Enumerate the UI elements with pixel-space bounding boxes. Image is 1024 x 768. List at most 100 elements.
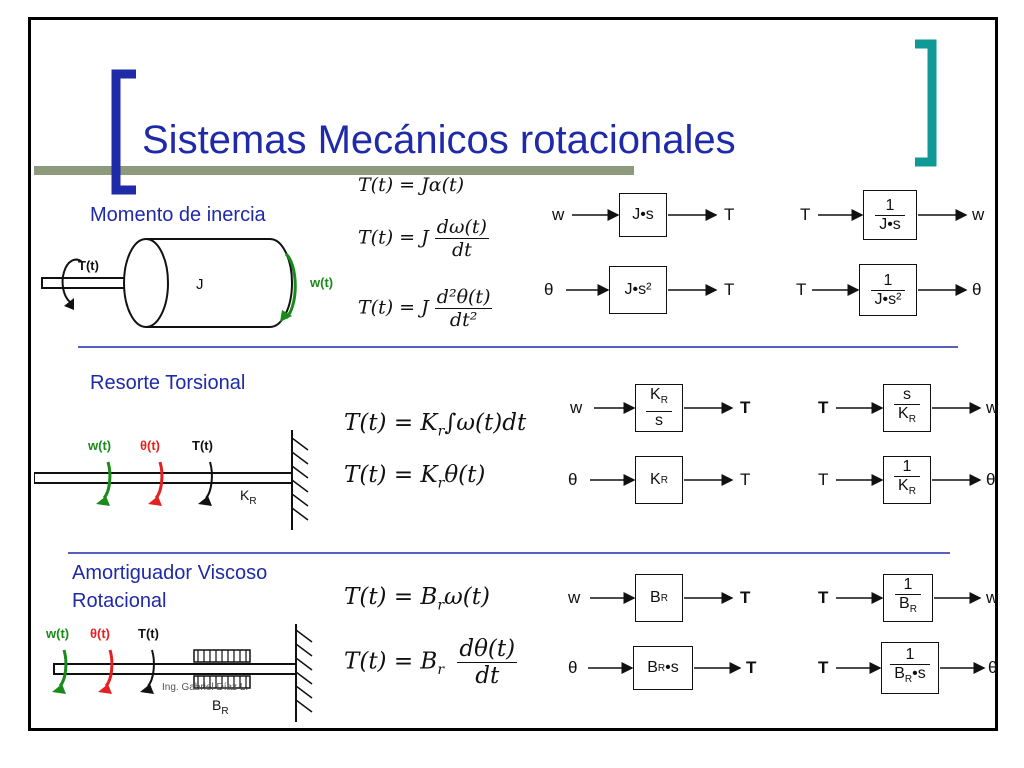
resorte-r1-block2-den-sub: R xyxy=(908,414,916,426)
resorte-r1-block2-den: K xyxy=(898,405,909,423)
damper-t-label: T(t) xyxy=(138,626,159,641)
damper-w-arrow xyxy=(58,649,68,688)
resorte-r2-block2-den-sub: R xyxy=(908,486,916,498)
eq-resorte-2: T(t) = Krθ(t) xyxy=(344,462,485,492)
inertia-label: J xyxy=(196,276,204,293)
resorte-r2-block2-den: K xyxy=(898,477,909,495)
eq-resorte-2-sub: r xyxy=(437,475,445,492)
section-label-amortiguador-2: Rotacional xyxy=(72,590,167,612)
slide-title: Sistemas Mecánicos rotacionales xyxy=(142,118,736,162)
inercia-r1-block2-num: 1 xyxy=(875,197,905,216)
amort-r2-block-tail: •s xyxy=(665,659,679,676)
resorte-r1-in2: T xyxy=(818,398,829,417)
amort-r2-block2-num: 1 xyxy=(890,646,930,666)
damper-b-label: BR xyxy=(212,697,229,717)
amort-r1-out2: w xyxy=(986,588,999,607)
speed-label: w(t) xyxy=(309,275,333,290)
right-bracket xyxy=(915,39,937,167)
resorte-r2-block2-num: 1 xyxy=(894,458,920,478)
amort-r2-out: T xyxy=(746,658,757,677)
inercia-r2-out: T xyxy=(724,280,735,299)
inercia-r2-block2-num: 1 xyxy=(870,272,906,291)
resorte-r1-block-den: s xyxy=(655,411,663,429)
amort-r1-out: T xyxy=(740,588,751,607)
inertia-figure: J T(t) w(t) xyxy=(41,238,333,328)
amort-r1-in: w xyxy=(568,588,581,607)
damper-w-label: w(t) xyxy=(45,626,69,641)
resorte-r2-block-text: K xyxy=(650,471,661,488)
inercia-r1-out: T xyxy=(724,205,735,224)
section-label-amortiguador-1: Amortiguador Viscoso xyxy=(72,562,268,584)
resorte-r2-in2: T xyxy=(818,470,829,489)
title-underline xyxy=(34,166,634,175)
resorte-r2-out: T xyxy=(740,470,751,489)
inercia-r1-out2: w xyxy=(972,205,985,224)
resorte-r2-out2: θ xyxy=(986,470,996,489)
inercia-r1-in2: T xyxy=(800,205,811,224)
torque-label: T(t) xyxy=(78,258,99,273)
section-label-inercia: Momento de inercia xyxy=(90,204,266,226)
inercia-r1-block: J•s xyxy=(619,193,667,237)
eq-inercia-2: T(t) = J dω(t)dt xyxy=(358,216,489,261)
eq-resorte-1-sub: r xyxy=(437,423,445,440)
spring-theta-arrow xyxy=(154,461,164,500)
eq-inercia-3-den: dt² xyxy=(449,309,478,331)
resorte-r2-in: θ xyxy=(568,470,578,489)
inercia-r1-in: w xyxy=(552,205,565,224)
amort-r1-block-text: B xyxy=(650,589,661,606)
inercia-r1-block2-den: J•s xyxy=(879,215,901,233)
cylinder-back xyxy=(269,238,293,328)
speed-arrow xyxy=(284,252,297,320)
eq-amort-1-sub: r xyxy=(437,597,445,614)
amort-r2-block-sub: R xyxy=(657,662,666,674)
resorte-r2-block-sub: R xyxy=(660,474,668,486)
eq-amort-2-sub: r xyxy=(437,662,445,679)
slide-frame xyxy=(28,17,998,731)
spring-w-label: w(t) xyxy=(87,438,111,453)
torque-arrow xyxy=(61,258,83,303)
eq-resorte-1-rhs: ∫ω(t)dt xyxy=(444,410,527,436)
left-bracket xyxy=(111,69,136,195)
section-label-resorte: Resorte Torsional xyxy=(90,372,246,394)
inercia-r2-out2: θ xyxy=(972,280,982,299)
damper-figure: w(t) θ(t) T(t) Ing. Gabriel Díaz L. BR xyxy=(45,624,313,722)
eq-inercia-3-lhs: T(t) = J xyxy=(358,296,429,319)
eq-amort-2-lhs: T(t) = B xyxy=(344,648,438,675)
spring-t-label: T(t) xyxy=(192,438,213,453)
eq-amort-1-rhs: ω(t) xyxy=(444,584,490,610)
damper-shaft xyxy=(53,663,297,675)
eq-inercia-3: T(t) = J d²θ(t)dt² xyxy=(358,286,493,331)
spring-w-arrow xyxy=(102,461,112,500)
eq-resorte-1-lhs: T(t) = K xyxy=(344,410,438,436)
inercia-r2-in: θ xyxy=(544,280,554,299)
eq-amort-2-den: dt xyxy=(475,663,500,689)
inercia-r2-block2-den: J•s² xyxy=(874,290,902,308)
resorte-r1-block-num-sub: R xyxy=(660,395,668,407)
eq-inercia-2-num: dω(t) xyxy=(434,216,489,239)
eq-amort-1-lhs: T(t) = B xyxy=(344,584,438,610)
amort-r2-block2-den: B xyxy=(894,665,905,683)
damper-theta-label: θ(t) xyxy=(90,626,110,641)
eq-inercia-2-lhs: T(t) = J xyxy=(358,226,429,249)
amort-r2-block-text: B xyxy=(647,659,658,676)
amort-r2-in2: T xyxy=(818,658,829,677)
spring-theta-label: θ(t) xyxy=(140,438,160,453)
resorte-r1-block-num: K xyxy=(650,386,661,404)
amort-r2-out2: θ xyxy=(988,658,998,677)
damper-theta-arrow xyxy=(104,649,114,688)
eq-inercia-1: T(t) = Jα(t) xyxy=(358,174,465,196)
spring-k-label: KR xyxy=(240,487,257,507)
eq-resorte-2-rhs: θ(t) xyxy=(444,462,486,488)
resorte-r1-out: T xyxy=(740,398,751,417)
eq-resorte-2-lhs: T(t) = K xyxy=(344,462,438,488)
resorte-r1-in: w xyxy=(570,398,583,417)
amort-r1-block2-den: B xyxy=(899,595,910,613)
